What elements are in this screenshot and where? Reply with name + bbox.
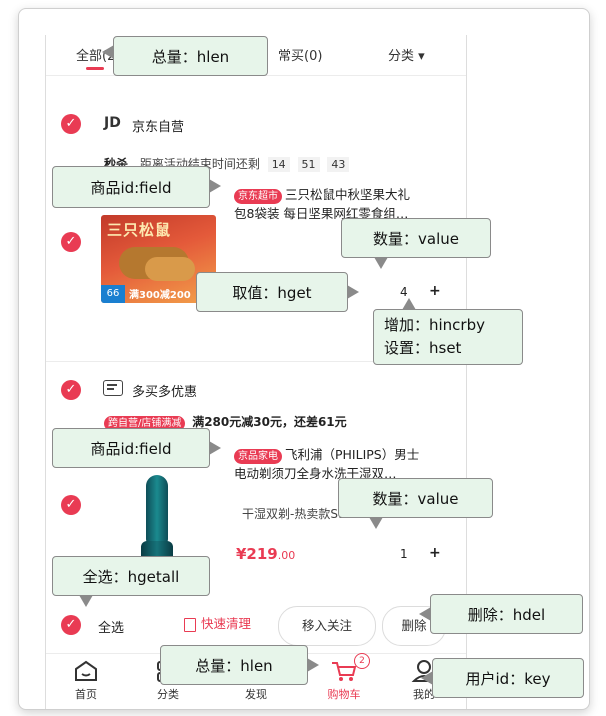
product2-title[interactable]: 京品家电飞利浦（PHILIPS）男士 电动剃须刀全身水洗干湿双… [234, 445, 459, 483]
product1-image-promo: 满300减200 [129, 290, 191, 301]
product1-quantity[interactable]: 4 [400, 285, 408, 299]
callout-pointer [307, 658, 319, 672]
move-to-follow-button[interactable]: 移入关注 [278, 606, 376, 646]
tab-often-bought[interactable]: 常买(0) [278, 49, 323, 64]
nav-cart-label: 购物车 [327, 688, 361, 701]
product2-title-line2: 电动剃须刀全身水洗干湿双… [234, 466, 397, 481]
callout-pointer [402, 298, 416, 310]
callout-total-hlen-bottom: 总量：hlen [160, 645, 319, 685]
jd-logo: JD [104, 115, 121, 131]
product1-plus-button[interactable]: + [429, 283, 441, 299]
quick-clean-button[interactable]: 快速清理 [184, 613, 251, 632]
nav-category-label: 分类 [157, 688, 179, 701]
callout-hgetall: 全选：hgetall [52, 556, 210, 607]
promo-row: 跨自营/店铺满减 满280元减30元，还差61元 [104, 413, 347, 431]
product1-image-price: 66 [101, 285, 125, 303]
callout-hget-text: 取值：hget [232, 283, 312, 302]
nuts-shape-2 [145, 257, 195, 281]
callout-hincrby-hset: 增加：hincrby 设置：hset [373, 298, 523, 365]
store1-name[interactable]: 京东自营 [132, 120, 185, 135]
product2-quantity[interactable]: 1 [400, 547, 408, 561]
product1-title-line1: 三只松鼠中秋坚果大礼 [285, 187, 411, 202]
promo-tag: 跨自营/店铺满减 [104, 416, 186, 431]
tab-category[interactable]: 分类 ▾ [388, 49, 425, 64]
trash-icon [184, 617, 196, 632]
nav-discover-label: 发现 [245, 688, 267, 701]
callout-hgetall-text: 全选：hgetall [82, 567, 180, 586]
callout-field-2: 商品id:field [52, 428, 221, 468]
callout-hdel: 删除：hdel [419, 594, 583, 634]
callout-pointer [102, 45, 114, 59]
callout-value-1-text: 数量：value [373, 229, 459, 248]
callout-pointer [79, 595, 93, 607]
home-icon [75, 660, 97, 681]
store-divider [46, 361, 466, 362]
product2-price-decimal: .00 [277, 549, 296, 562]
callout-field-2-text: 商品id:field [90, 439, 172, 458]
product2-price: ¥219.00 [236, 545, 295, 563]
callout-field-1: 商品id:field [52, 166, 221, 208]
cart-screen: 全部(2) 常买(0) 分类 ▾ ✓ JD 京东自营 秒杀 距离活动结束时间还剩… [45, 35, 467, 709]
product1-checkbox[interactable]: ✓ [61, 232, 81, 252]
timer-minutes: 51 [297, 157, 320, 172]
callout-pointer [369, 517, 383, 529]
product2-plus-button[interactable]: + [429, 545, 441, 561]
nav-cart[interactable]: 购物车 2 [314, 653, 374, 702]
callout-hset-text: 设置：hset [384, 339, 462, 357]
product2-title-line1: 飞利浦（PHILIPS）男士 [285, 447, 420, 462]
callout-key: 用户id：key [421, 658, 584, 698]
product1-title[interactable]: 京东超市三只松鼠中秋坚果大礼 包8袋装 每日坚果网红零食组… [234, 185, 459, 223]
shaver-body [146, 475, 168, 545]
callout-hget: 取值：hget [196, 272, 359, 312]
nav-home[interactable]: 首页 [56, 659, 116, 702]
product1-image-brand: 三只松鼠 [107, 221, 172, 239]
callout-value-2-text: 数量：value [372, 489, 459, 508]
select-all-label[interactable]: 全选 [98, 621, 125, 636]
product2-variant[interactable]: 干湿双剃-热卖款S10 [242, 507, 354, 521]
callout-pointer [419, 607, 431, 621]
callout-hdel-text: 删除：hdel [467, 605, 546, 624]
product1-tag: 京东超市 [234, 189, 282, 204]
callout-pointer [347, 285, 359, 299]
product2-tag: 京品家电 [234, 449, 282, 464]
store2-checkbox[interactable]: ✓ [61, 380, 81, 400]
timer-hours: 14 [267, 157, 290, 172]
select-all-checkbox[interactable]: ✓ [61, 615, 81, 635]
tab-active-indicator [86, 67, 104, 70]
callout-value-2: 数量：value [338, 478, 493, 529]
product1-title-line2: 包8袋装 每日坚果网红零食组… [234, 206, 409, 221]
callout-value-1: 数量：value [341, 218, 491, 269]
callout-total-hlen-top: 总量：hlen [102, 36, 268, 76]
store1-checkbox[interactable]: ✓ [61, 114, 81, 134]
cart-icon [332, 662, 357, 681]
truck-icon [103, 380, 123, 396]
product2-price-main: ¥219 [236, 545, 278, 563]
callout-pointer [209, 179, 221, 193]
product2-checkbox[interactable]: ✓ [61, 495, 81, 515]
callout-key-text: 用户id：key [465, 669, 551, 688]
callout-hincrby-text: 增加：hincrby [384, 316, 485, 334]
quick-clean-label: 快速清理 [201, 616, 252, 631]
promo-text: 满280元减30元，还差61元 [192, 415, 347, 429]
callout-pointer [374, 257, 388, 269]
callout-pointer [209, 441, 221, 455]
timer-seconds: 43 [327, 157, 350, 172]
cart-badge: 2 [354, 653, 370, 669]
callout-total-hlen-bottom-text: 总量：hlen [195, 656, 273, 675]
store2-name[interactable]: 多买多优惠 [132, 385, 198, 400]
nav-mine-label: 我的 [413, 688, 435, 701]
callout-total-hlen-top-text: 总量：hlen [151, 47, 230, 66]
callout-pointer [421, 671, 433, 685]
nav-home-label: 首页 [75, 688, 97, 701]
callout-field-1-text: 商品id:field [90, 178, 172, 197]
